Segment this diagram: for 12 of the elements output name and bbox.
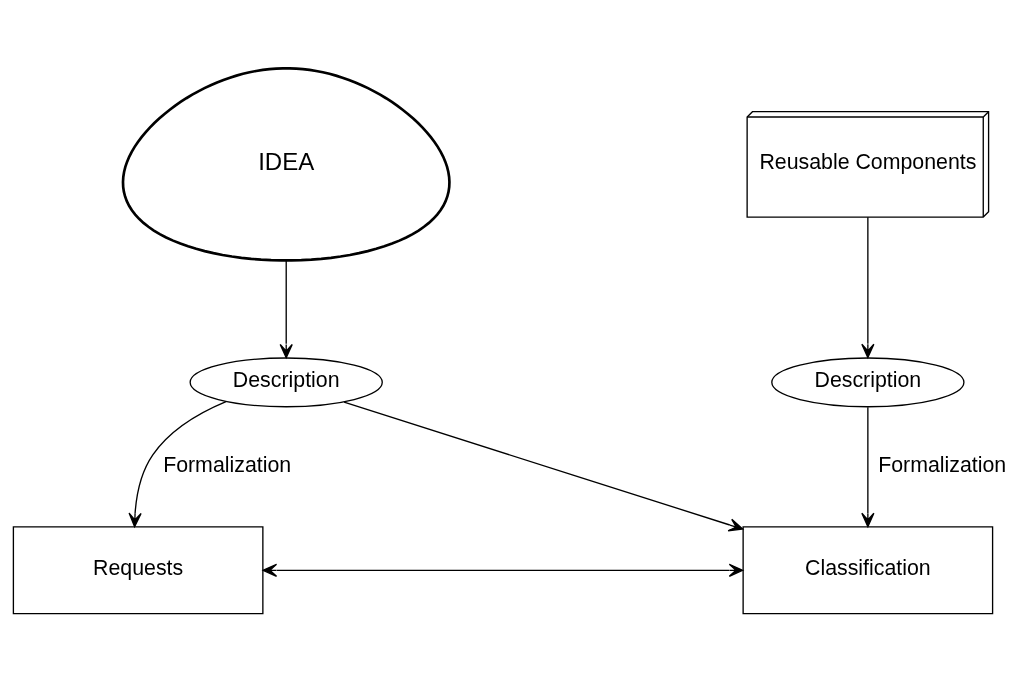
arrow (279, 260, 293, 359)
edge-label: Formalization (878, 452, 1007, 477)
arrow (861, 406, 875, 528)
arrow (343, 401, 744, 532)
arrow (262, 563, 744, 577)
node-ellipse: Description (771, 357, 965, 408)
node-ellipse: Description (189, 357, 383, 408)
arrow (861, 216, 875, 359)
node-box: Requests (12, 526, 264, 615)
edge-label: Formalization (163, 452, 292, 477)
node-box: Classification (742, 526, 994, 615)
arrow (128, 401, 227, 528)
